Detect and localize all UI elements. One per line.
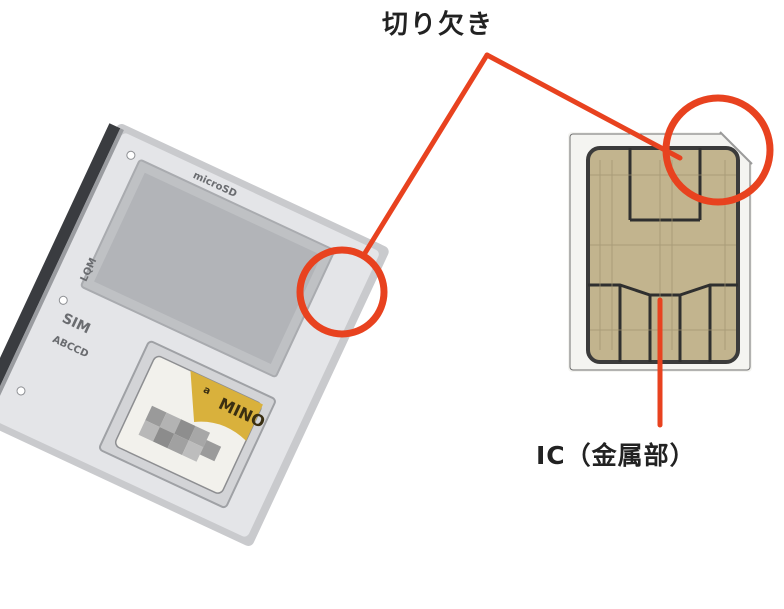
notch-label: 切り欠き <box>382 10 495 40</box>
callout-notch <box>296 52 774 338</box>
notch-leader-left <box>362 52 490 256</box>
ic-label: IC（金属部） <box>536 441 696 470</box>
mosaic-blur <box>138 405 222 462</box>
notch-leader-right <box>484 52 683 161</box>
notch-circle-tray <box>296 246 388 338</box>
card-brand-small-text: a <box>201 385 212 398</box>
ic-chip <box>586 146 740 364</box>
sim-tray: MINO a microSD <box>0 123 389 546</box>
sim-card-in-tray: MINO a <box>114 355 268 494</box>
